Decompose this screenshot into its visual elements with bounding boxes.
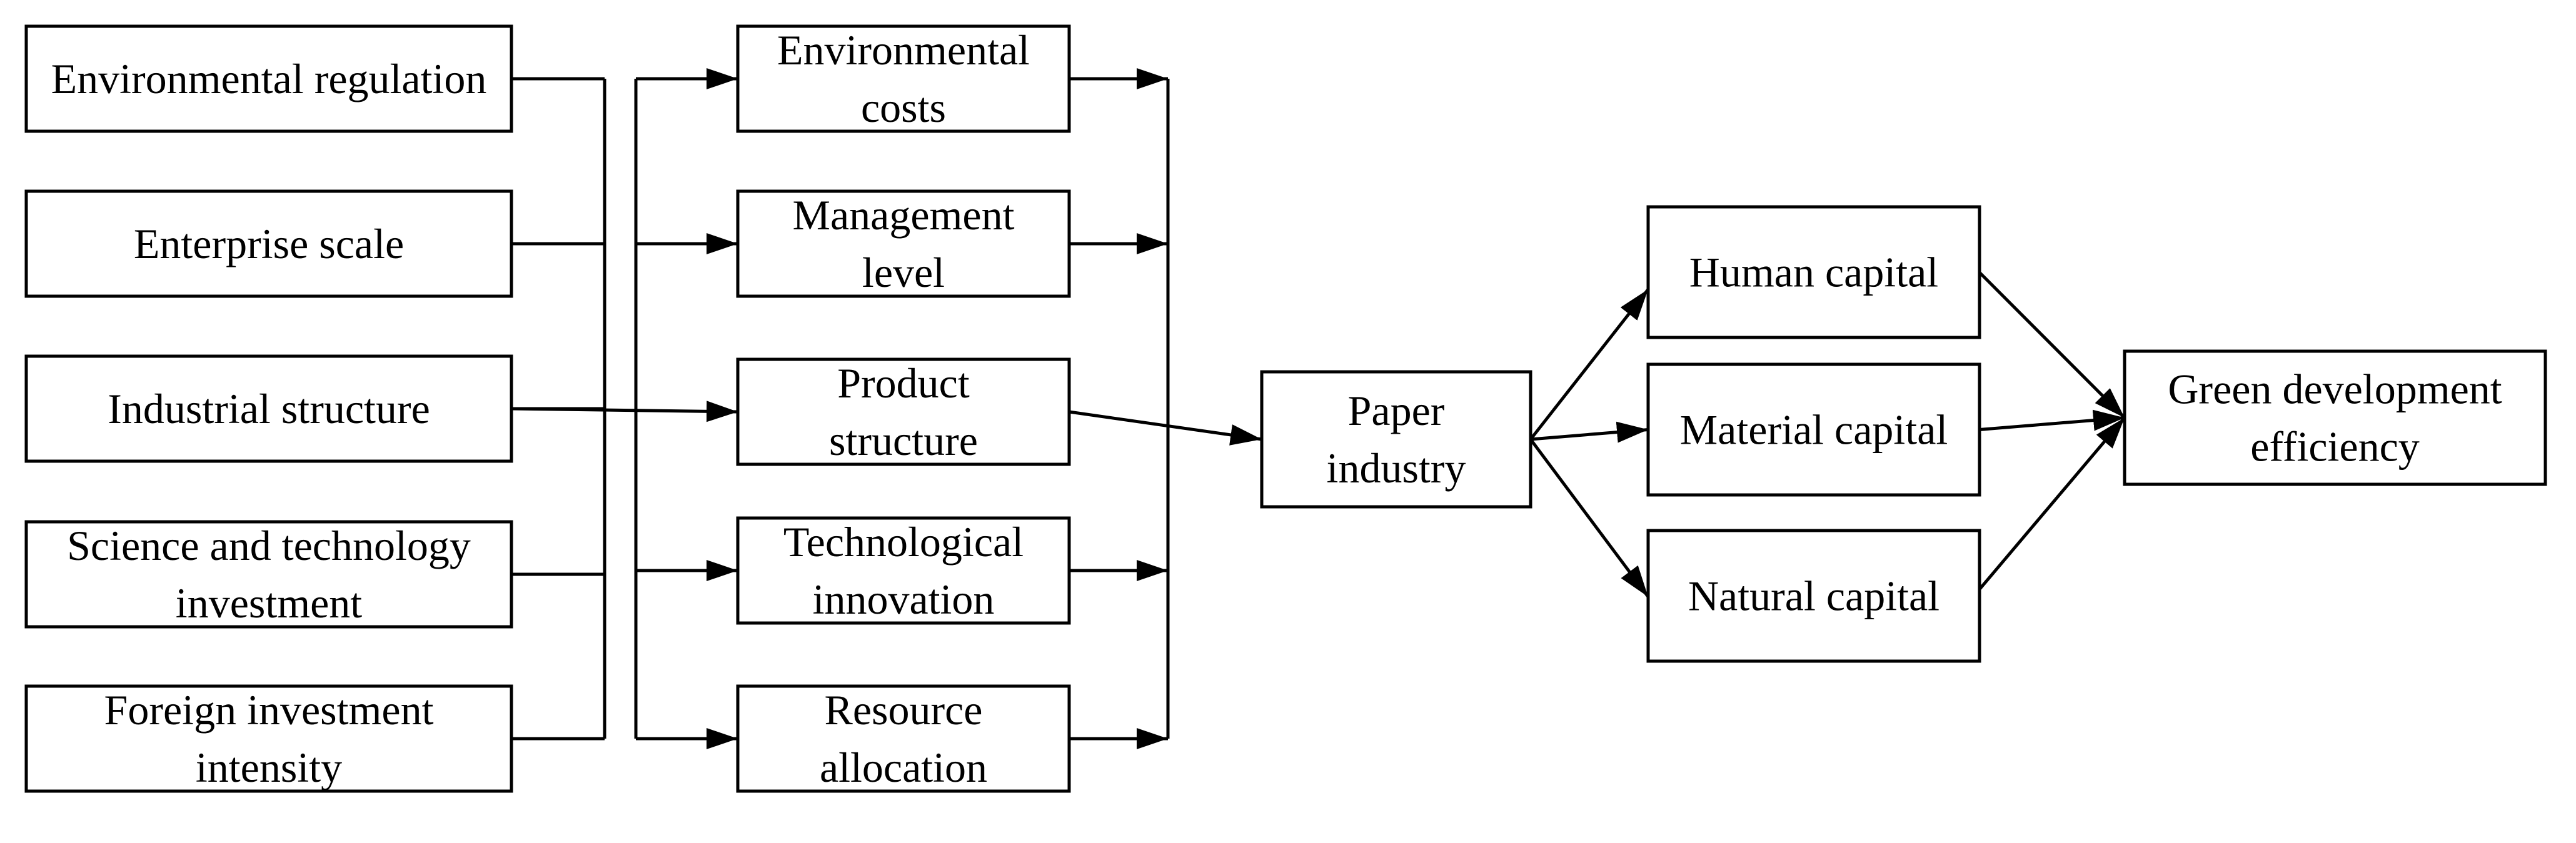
factor-foreign-inv-label: intensity	[196, 744, 342, 791]
factor-sci-tech-box	[24, 520, 513, 629]
paper-industry-input-arrow	[1069, 410, 1262, 446]
mechanism-env-costs-label: costs	[861, 84, 946, 131]
outcome-arrow-2	[1978, 416, 2126, 591]
capital-material: Material capital	[1646, 362, 1981, 497]
connector-layer	[511, 68, 2126, 749]
mechanism-mgmt-level-label: Management	[793, 191, 1015, 239]
mechanism-res-alloc-label: Resource	[824, 686, 982, 734]
node-green-development-efficiency-label: efficiency	[2250, 423, 2420, 471]
factor-env-reg-box	[24, 24, 513, 133]
outcome-arrow-1	[1979, 409, 2125, 431]
capital-human: Human capital	[1646, 205, 1981, 339]
capital-arrow-1	[1530, 421, 1649, 443]
node-green-development-efficiency-box	[2123, 349, 2547, 486]
capital-material-label: Material capital	[1680, 406, 1948, 454]
capital-material-box	[1646, 362, 1981, 497]
capital-natural-label: Natural capital	[1688, 572, 1940, 620]
factor-sci-tech-label: Science and technology	[67, 522, 471, 569]
node-paper-industry-label: Paper	[1348, 387, 1445, 434]
factor-foreign-inv-label: Foreign investment	[104, 686, 434, 734]
factor-env-reg: Environmental regulation	[24, 24, 513, 133]
mechanism-prod-struct-label: structure	[829, 417, 978, 464]
factor-env-reg-label: Environmental regulation	[51, 55, 487, 102]
mechanism-res-alloc-box	[736, 684, 1071, 793]
capital-natural-box	[1646, 529, 1981, 663]
capital-human-label: Human capital	[1689, 249, 1938, 296]
mechanism-arrow-2	[511, 401, 738, 422]
node-green-development-efficiency-label: Green development	[2168, 366, 2502, 413]
mechanism-tech-innov-label: innovation	[813, 576, 995, 623]
mechanism-prod-struct-box	[736, 357, 1071, 466]
mechanism-mgmt-level: Management level	[736, 189, 1071, 298]
factor-ind-struct: Industrial structure	[24, 354, 513, 463]
mechanism-mgmt-level-box	[736, 189, 1071, 298]
mechanism-tech-innov: Technological innovation	[736, 516, 1071, 625]
factor-ind-struct-box	[24, 354, 513, 463]
capital-arrow-2	[1529, 438, 1650, 598]
node-green-development-efficiency: Green development efficiency	[2123, 349, 2547, 486]
mechanism-env-costs: Environmental costs	[736, 24, 1071, 133]
capital-human-box	[1646, 205, 1981, 339]
mechanism-env-costs-box	[736, 24, 1071, 133]
node-paper-industry-box	[1260, 370, 1532, 509]
mechanism-tech-innov-label: Technological	[783, 518, 1024, 566]
mechanism-tech-innov-box	[736, 516, 1071, 625]
factor-foreign-inv-box	[24, 684, 513, 793]
mechanism-env-costs-label: Environmental	[777, 26, 1030, 74]
mechanism-prod-struct: Product structure	[736, 357, 1071, 466]
factor-ent-scale-label: Enterprise scale	[134, 220, 404, 267]
factor-foreign-inv: Foreign investment intensity	[24, 684, 513, 793]
mechanism-res-alloc: Resource allocation	[736, 684, 1071, 793]
factor-ent-scale: Enterprise scale	[24, 189, 513, 298]
mechanism-prod-struct-label: Product	[837, 359, 970, 407]
node-paper-industry-label: industry	[1327, 444, 1466, 492]
mechanism-res-alloc-label: allocation	[820, 744, 987, 791]
capital-natural: Natural capital	[1646, 529, 1981, 663]
node-paper-industry: Paper industry	[1260, 370, 1532, 509]
factor-sci-tech-label: investment	[176, 579, 363, 627]
capital-arrow-0	[1529, 288, 1649, 441]
mechanism-mgmt-level-label: level	[862, 249, 945, 296]
factor-ent-scale-box	[24, 189, 513, 298]
outcome-arrow-0	[1978, 271, 2126, 419]
factor-sci-tech: Science and technology investment	[24, 520, 513, 629]
factor-ind-struct-label: Industrial structure	[108, 385, 430, 432]
